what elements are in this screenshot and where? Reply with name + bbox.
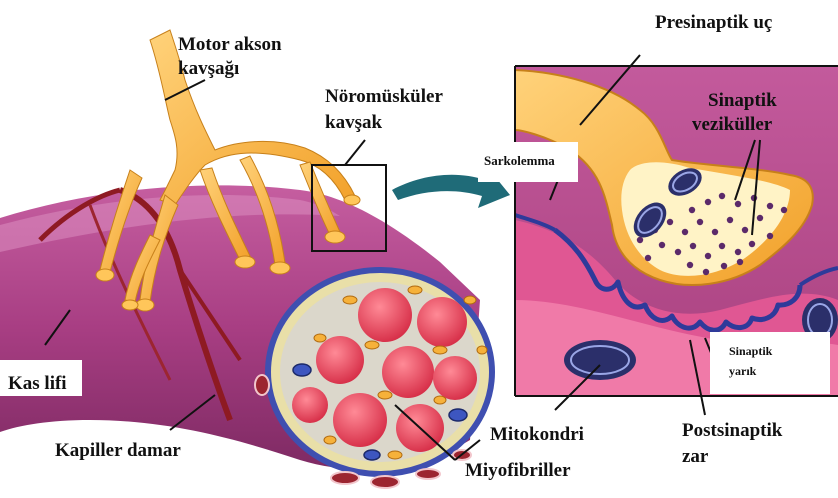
label-miyofibriller: Miyofibriller	[465, 460, 571, 482]
label-presinaptik-uc: Presinaptik uç	[655, 12, 772, 34]
label-sarkolemma: Sarkolemma	[484, 154, 555, 169]
label-noromuskuler: Nöromüsküler	[325, 86, 443, 108]
label-zar: zar	[682, 446, 708, 468]
label-motor-akson: Motor akson	[178, 34, 282, 56]
label-vezikuller: veziküller	[692, 114, 772, 136]
label-mitokondri: Mitokondri	[490, 424, 584, 446]
label-yarik: yarık	[729, 365, 756, 379]
label-kavsagi: kavşağı	[178, 58, 239, 80]
label-postsinaptik: Postsinaptik	[682, 420, 782, 442]
label-sinaptik-small: Sinaptik	[729, 345, 772, 359]
sinaptik-yarik-label-bg	[710, 332, 830, 394]
label-kapiller-damar: Kapiller damar	[55, 440, 181, 462]
label-kas-lifi: Kas lifi	[8, 373, 67, 395]
label-sinaptik: Sinaptik	[708, 90, 777, 112]
label-kavsak: kavşak	[325, 112, 382, 134]
